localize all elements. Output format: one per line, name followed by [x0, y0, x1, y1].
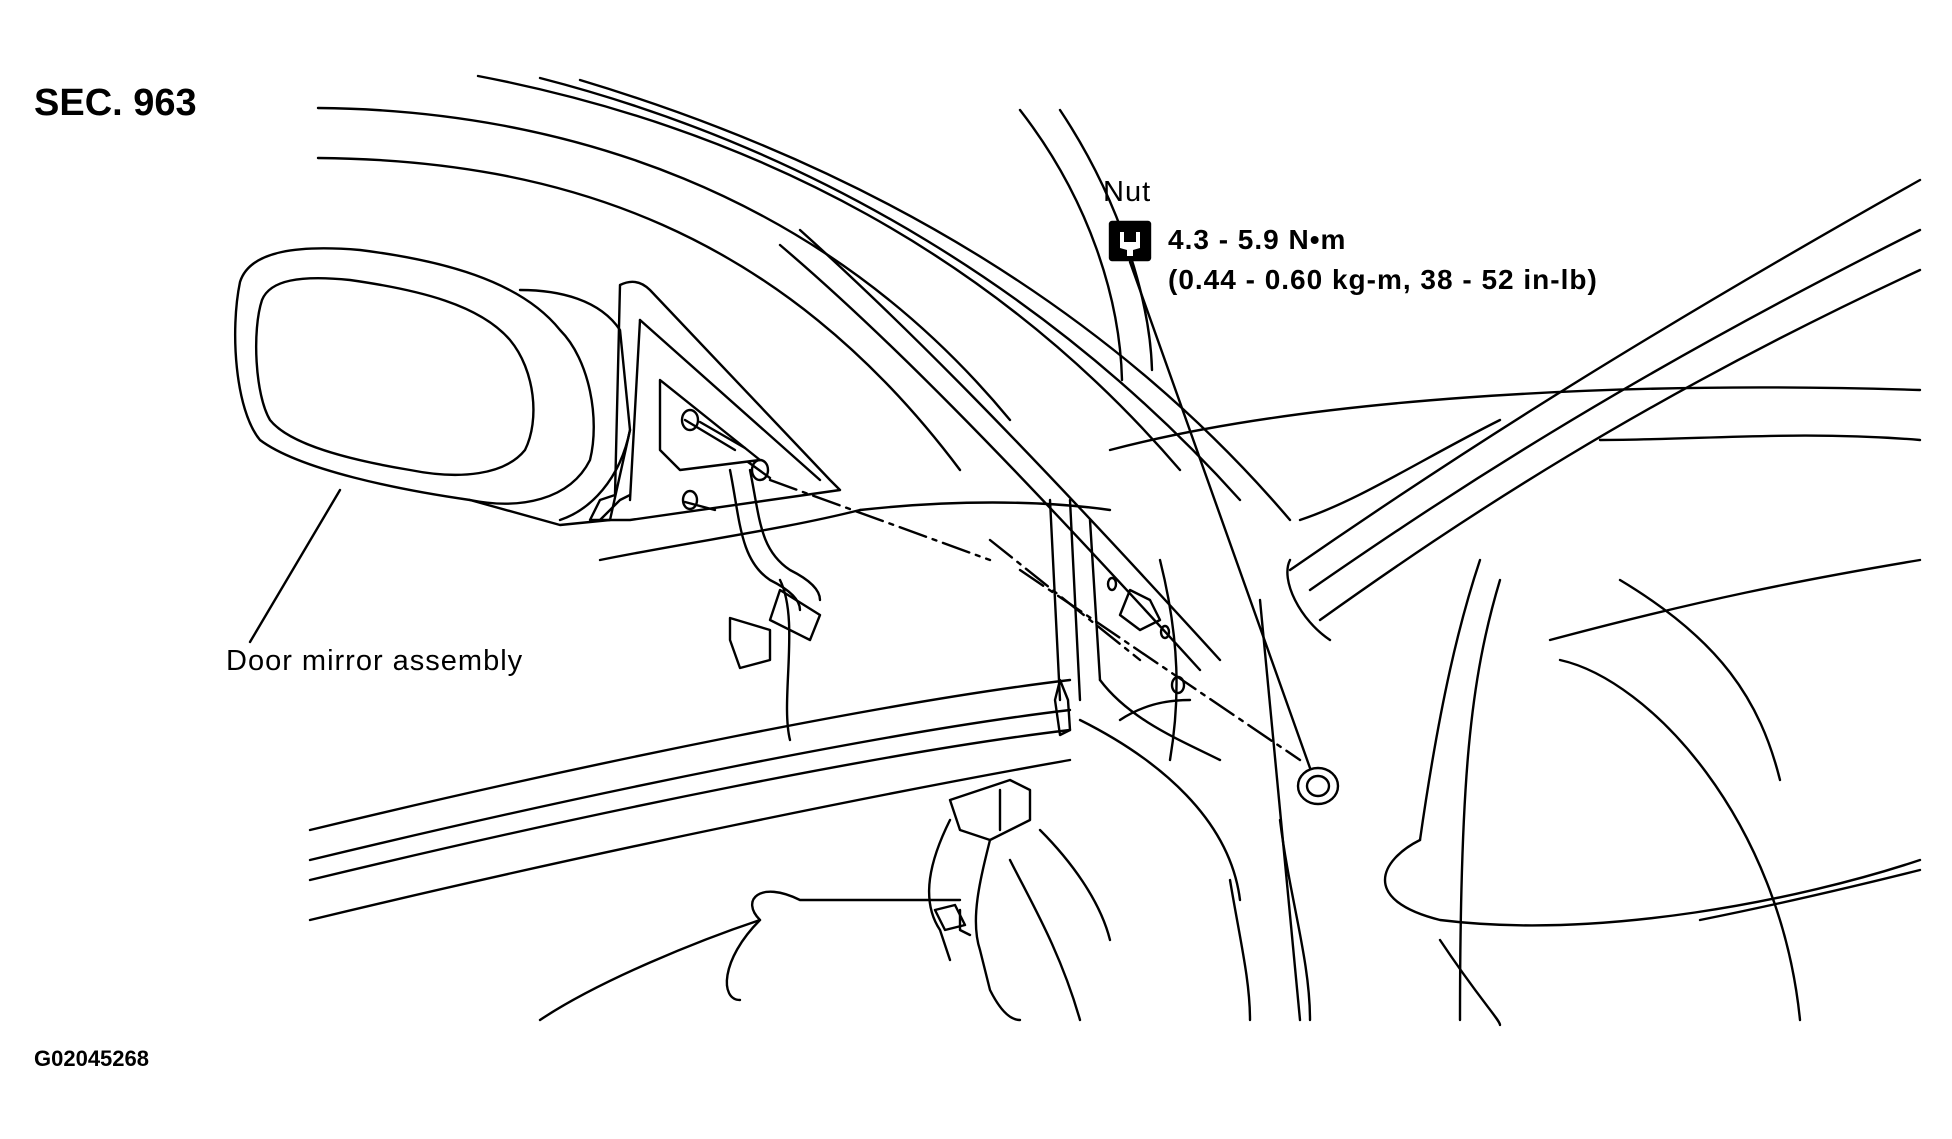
torque-wrench-icon [1108, 220, 1152, 262]
nut-leader-line [1128, 260, 1312, 770]
door-mirror-assembly [233, 247, 1340, 1022]
body-outline [308, 74, 1922, 1027]
nut-label: Nut [1103, 176, 1152, 208]
torque-value-nm: 4.3 - 5.9 N•m [1168, 224, 1347, 255]
torque-value-alt: (0.44 - 0.60 kg-m, 38 - 52 in-lb) [1168, 264, 1598, 295]
mirror-label: Door mirror assembly [226, 645, 524, 677]
mirror-leader-line [248, 488, 342, 644]
figure-code: G02045268 [34, 1046, 149, 1071]
section-number: SEC. 963 [34, 82, 197, 124]
